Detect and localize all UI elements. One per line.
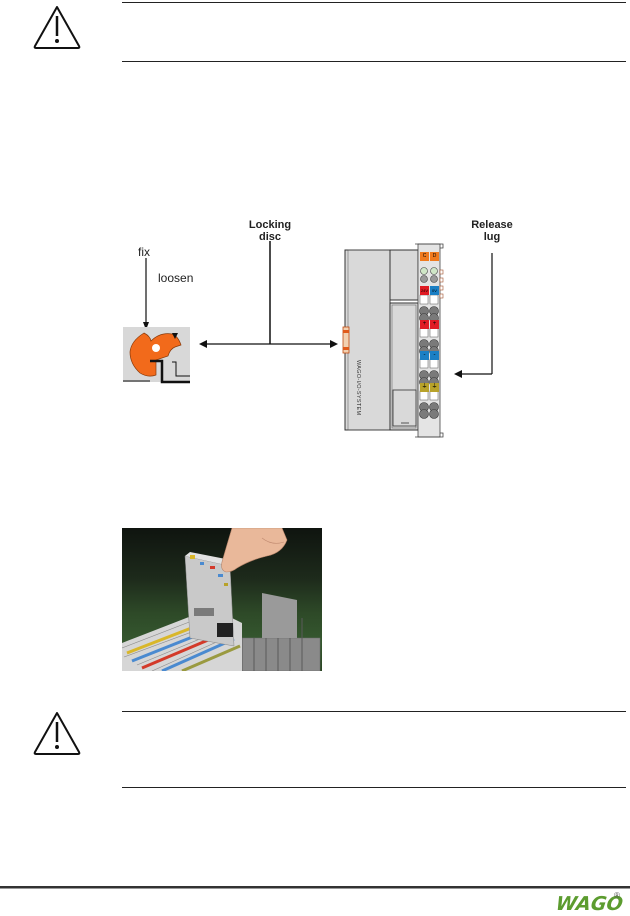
status-led [420,267,428,275]
footer-rule [0,886,630,889]
wago-registered-mark: ® [614,891,620,900]
io-module-drawing [342,243,444,438]
fix-leader [143,258,149,330]
status-led [430,267,438,275]
terminal-marker: - [430,351,439,360]
arrow-left-icon [454,370,462,378]
warning-triangle-icon [33,6,81,49]
terminal-marker: 0V [430,286,439,295]
release-lug-label-line1: Release [471,219,513,231]
loosen-label: loosen [158,271,194,285]
locking-disc-icon [129,332,182,377]
warning-top-rule [122,2,626,3]
release-lug-leader [454,253,493,378]
locking-disc-leader [199,241,338,348]
warning-bottom-rule [122,787,626,788]
warning-text-1 [130,14,620,54]
release-lug-label-line2: lug [483,231,501,243]
photo-illustration [122,528,321,671]
hand-icon [221,528,288,573]
terminal-marker: C [420,252,429,261]
locking-disc-label-line2: disc [258,231,281,243]
diagram-graphics [123,241,493,438]
module-brand-text: WAGO-I/O-SYSTEM [355,360,361,416]
release-lug-photo [122,528,322,671]
terminal-marker: + [430,320,439,329]
arrow-right-icon [330,340,338,348]
terminal-marker: 24V [420,286,429,295]
terminal-marker: D [430,252,439,261]
warning-top-rule [122,711,626,712]
arrow-left-icon [199,340,207,348]
release-lug-label: Release lug [462,219,522,243]
locking-disc-label-line1: Locking [248,219,292,231]
locking-disc-label: Locking disc [240,219,300,243]
warning-bottom-rule [122,61,626,62]
terminal-marker: ⏚ [420,383,429,392]
arrow-down-icon [143,322,149,330]
warning-text-2 [130,722,620,780]
terminal-marker: ⏚ [430,383,439,392]
warning-triangle-icon [33,712,81,755]
terminal-marker: + [420,320,429,329]
terminal-marker: - [420,351,429,360]
locking-disc-detail [123,327,190,384]
fix-label: fix [138,245,150,259]
